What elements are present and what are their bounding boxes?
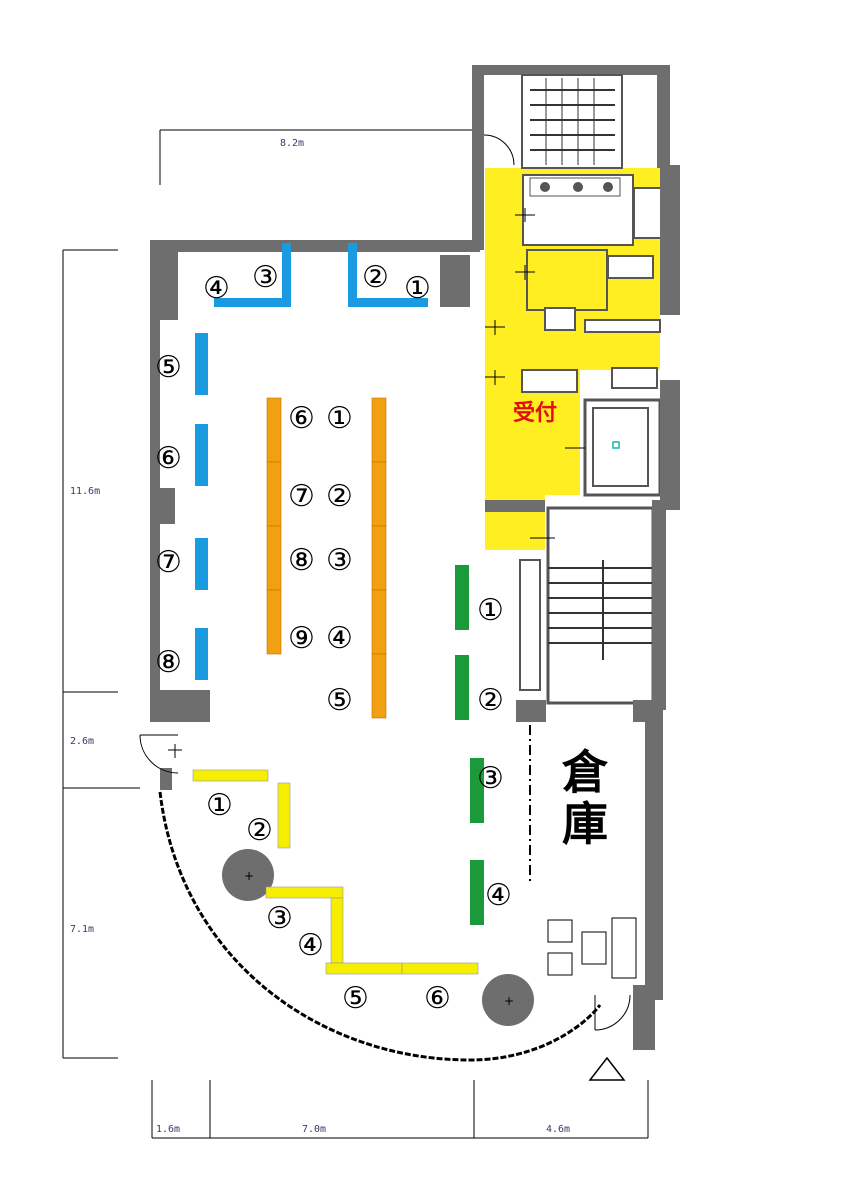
blue-left-8: ⑧ [155, 645, 182, 680]
staircase-top [472, 65, 670, 169]
yellow-5: ⑤ [342, 981, 369, 1016]
walls [150, 160, 680, 1050]
blue-top-1: ① [404, 271, 431, 306]
yellow-4: ④ [297, 928, 324, 963]
orange-left-8: ⑧ [288, 543, 315, 578]
dim-left-height: 11.6m [70, 486, 100, 497]
dim-bottom-mid: 7.0m [302, 1124, 326, 1135]
orange-right-2: ② [326, 479, 353, 514]
orange-right-4: ④ [326, 621, 353, 656]
orange-left-9: ⑨ [288, 621, 315, 656]
dim-top-width: 8.2m [280, 138, 304, 149]
storage-label-2: 庫 [562, 797, 608, 851]
green-4: ④ [485, 878, 512, 913]
green-1: ① [477, 593, 504, 628]
yellow-booths [192, 769, 479, 975]
pillar-2: + [482, 974, 534, 1026]
door-storage [594, 994, 631, 1031]
storage-furniture [547, 917, 637, 979]
dim-bottom-right: 4.6m [546, 1124, 570, 1135]
orange-right-3: ③ [326, 543, 353, 578]
orange-right-5: ⑤ [326, 683, 353, 718]
blue-booth-numbers: ④ ③ ② ① ⑤ ⑥ ⑦ ⑧ [155, 260, 431, 680]
door-left [139, 734, 179, 774]
dim-lower-height: 7.1m [70, 924, 94, 935]
yellow-3: ③ [266, 901, 293, 936]
pillar-1: + [222, 849, 274, 901]
blue-left-5: ⑤ [155, 350, 182, 385]
staircase-right [519, 506, 655, 705]
dimension-bottom: 1.6m 7.0m 4.6m [151, 1080, 649, 1139]
curved-wall [158, 791, 602, 1062]
dimension-top: 8.2m [159, 129, 476, 185]
storage-label-1: 倉 [561, 745, 608, 799]
orange-booths [266, 397, 387, 719]
exit-triangle-icon [588, 1056, 626, 1081]
yellow-2: ② [246, 813, 273, 848]
green-booths [455, 565, 484, 925]
green-3: ③ [477, 761, 504, 796]
green-booth-numbers: ① ② ③ ④ [477, 593, 512, 913]
yellow-booth-numbers: ① ② ③ ④ ⑤ ⑥ [206, 788, 451, 1016]
blue-booths [195, 243, 428, 680]
blue-top-3: ③ [252, 260, 279, 295]
blue-left-7: ⑦ [155, 545, 182, 580]
door-marks [168, 208, 585, 758]
orange-left-6: ⑥ [288, 401, 315, 436]
dim-bottom-left: 1.6m [156, 1124, 180, 1135]
svg-text:+: + [504, 994, 514, 1008]
service-area: 受付 [485, 168, 665, 550]
green-2: ② [477, 683, 504, 718]
yellow-1: ① [206, 788, 233, 823]
blue-top-2: ② [362, 260, 389, 295]
yellow-6: ⑥ [424, 981, 451, 1016]
orange-right-1: ① [326, 401, 353, 436]
svg-text:+: + [244, 869, 254, 883]
reception-label: 受付 [513, 400, 557, 426]
dimension-left: 11.6m 2.6m 7.1m [62, 249, 140, 1059]
orange-booth-numbers: ⑥ ⑦ ⑧ ⑨ ① ② ③ ④ ⑤ [288, 401, 353, 718]
blue-top-4: ④ [203, 271, 230, 306]
orange-left-7: ⑦ [288, 479, 315, 514]
dim-door-gap: 2.6m [70, 736, 94, 747]
blue-left-6: ⑥ [155, 441, 182, 476]
